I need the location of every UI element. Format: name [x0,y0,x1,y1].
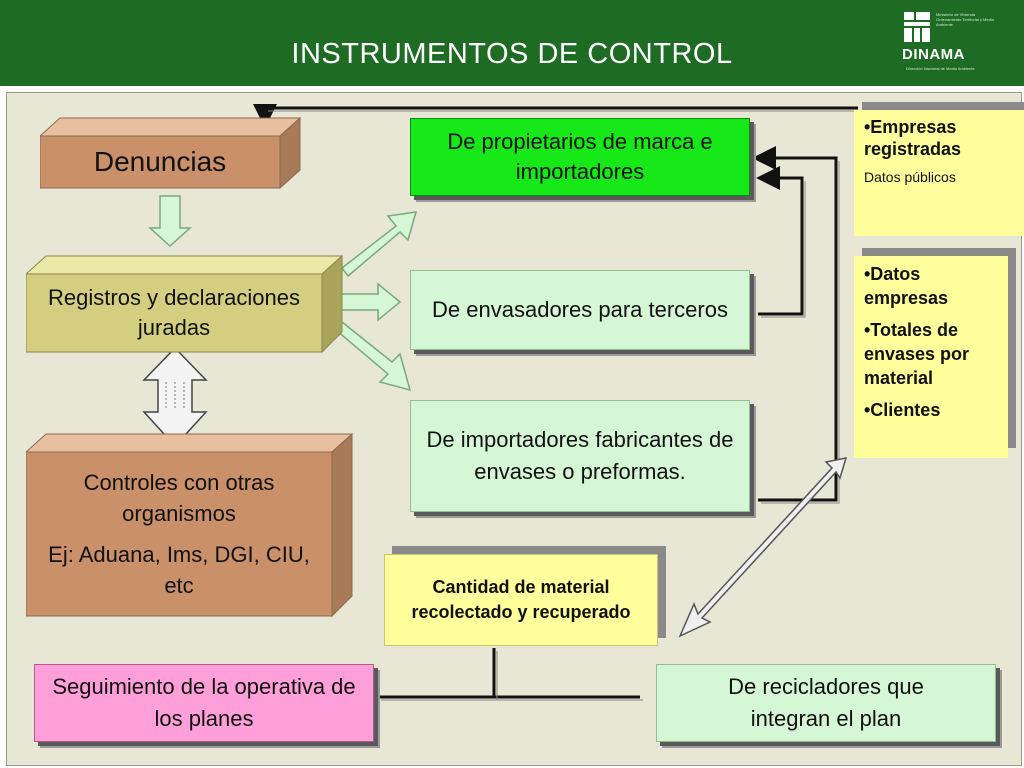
note-datos: •Datos empresas •Totales de envases por … [854,256,1008,458]
note2-item1: •Datos empresas [864,264,949,308]
denuncias-block[interactable]: Denuncias [93,146,227,177]
logo-subtitle: Ministerio de Vivienda Ordenamiento Terr… [936,12,994,27]
dinama-logo-icon [904,12,930,42]
arrow-up-right-icon [340,211,418,278]
registros-block-shape [26,254,344,354]
denuncias-block-shape [40,116,302,190]
slide-title: INSTRUMENTOS DE CONTROL [291,38,733,70]
note-empresas: •Empresas registradas Datos públicos [854,110,1024,236]
note1-item1: •Empresas registradas [864,117,962,159]
arrow-right-icon [339,282,402,322]
down-arrow-icon [148,195,192,248]
recicladores-box[interactable]: De recicladores que integran el plan [656,664,996,742]
bottom-connector [378,648,643,701]
feedback-line-top [253,104,861,128]
note2-item3: •Clientes [864,400,941,420]
bracket-line-inner [756,166,806,318]
dinama-logo: Ministerio de Vivienda Ordenamiento Terr… [902,10,994,78]
note2-item2: •Totales de envases por material [864,320,970,388]
diagonal-double-arrow-icon [678,457,848,638]
envasadores-box[interactable]: De envasadores para terceros [410,270,750,350]
propietarios-box[interactable]: De propietarios de marca e importadores [410,118,750,196]
controles-line2: Ej: Aduana, Ims, DGI, CIU, etc [48,542,310,598]
importadores-box[interactable]: De importadores fabricantes de envases o… [410,400,750,512]
header-bar: INSTRUMENTOS DE CONTROL Ministerio de Vi… [0,0,1024,86]
controles-block[interactable]: Controles con otras organismos Ej: Aduan… [26,452,332,616]
seguimiento-box[interactable]: Seguimiento de la operativa de los plane… [34,664,374,742]
cantidad-box[interactable]: Cantidad de material recolectado y recup… [384,554,658,646]
registros-block[interactable]: Registros y declaraciones juradas [48,285,300,340]
arrow-down-right-icon [334,320,412,392]
logo-name: DINAMA [902,46,965,63]
note1-item2: Datos públicos [864,169,956,185]
controles-block-shape [26,432,354,618]
logo-tagline: Dirección Nacional de Medio Ambiente [906,66,975,71]
bracket-line-outer [752,146,840,504]
controles-line1: Controles con otras organismos [83,470,275,526]
